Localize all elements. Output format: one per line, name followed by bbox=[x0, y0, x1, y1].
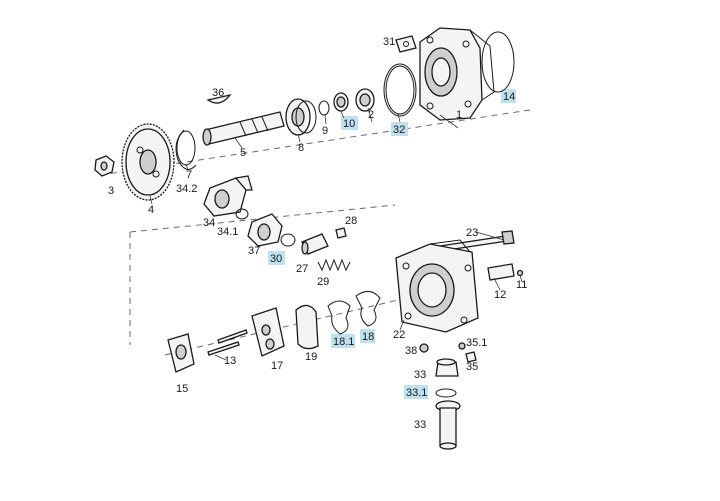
part-18-seal bbox=[355, 291, 381, 327]
label-29: 29 bbox=[317, 276, 329, 288]
highlight-33-1 bbox=[404, 385, 428, 399]
part-10-bearing bbox=[333, 92, 349, 112]
part-labels: 31 14 1 2 10 32 9 8 5 36 7 34.2 3 4 34 3… bbox=[108, 36, 527, 431]
part-34-valve-body bbox=[203, 175, 253, 217]
label-23: 23 bbox=[466, 227, 478, 239]
part-28-plug bbox=[335, 227, 347, 239]
part-29-spring bbox=[317, 258, 351, 272]
part-5-shaft bbox=[202, 111, 285, 146]
label-2: 2 bbox=[368, 109, 374, 121]
part-9-ring bbox=[318, 100, 330, 116]
part-2-bearing bbox=[355, 88, 375, 112]
label-36: 36 bbox=[212, 87, 224, 99]
label-11: 11 bbox=[516, 279, 527, 291]
part-12-bracket bbox=[487, 263, 515, 281]
label-35-1: 35.1 bbox=[466, 337, 487, 349]
part-31-plate bbox=[395, 35, 417, 53]
part-34-1-ring bbox=[235, 208, 249, 220]
part-37-valve-housing bbox=[247, 213, 283, 247]
part-4-gear bbox=[121, 123, 175, 201]
highlight-18 bbox=[360, 329, 375, 343]
label-33-lower: 33 bbox=[414, 419, 426, 431]
label-22: 22 bbox=[393, 329, 405, 341]
label-8: 8 bbox=[298, 142, 304, 154]
highlight-14 bbox=[501, 89, 516, 103]
label-highlights bbox=[268, 89, 516, 399]
part-33-fitting-lower bbox=[435, 400, 461, 450]
part-15-end-plate bbox=[167, 333, 195, 373]
label-13: 13 bbox=[224, 355, 236, 367]
label-33-upper: 33 bbox=[414, 369, 426, 381]
part-32-oring bbox=[383, 63, 417, 117]
highlight-18-1 bbox=[331, 334, 355, 348]
highlight-30 bbox=[268, 251, 285, 265]
part-33-1-ring bbox=[435, 388, 457, 398]
part-33-fitting-upper bbox=[435, 358, 459, 377]
label-10: 10 bbox=[343, 118, 355, 130]
part-18-1-seal bbox=[327, 300, 351, 335]
label-12: 12 bbox=[494, 289, 506, 301]
label-4: 4 bbox=[148, 204, 154, 216]
part-22-pump-housing bbox=[395, 239, 479, 333]
label-14: 14 bbox=[503, 91, 515, 103]
part-13-pins bbox=[207, 329, 248, 356]
part-36-key bbox=[206, 93, 232, 104]
label-17: 17 bbox=[271, 360, 283, 372]
part-19-seal-plate bbox=[295, 304, 319, 350]
label-19: 19 bbox=[305, 351, 317, 363]
part-26-plunger bbox=[301, 233, 329, 255]
label-18-1: 18.1 bbox=[333, 336, 354, 348]
label-33-1: 33.1 bbox=[406, 387, 427, 399]
part-35-plug bbox=[465, 351, 477, 363]
label-34-2: 34.2 bbox=[176, 183, 197, 195]
label-9: 9 bbox=[322, 125, 328, 137]
label-38: 38 bbox=[405, 345, 417, 357]
label-35: 35 bbox=[466, 361, 478, 373]
guide-line-bottom bbox=[164, 299, 399, 356]
part-8-bearing bbox=[285, 98, 317, 136]
part-38-ball bbox=[419, 343, 429, 353]
part-30-oring bbox=[280, 233, 296, 247]
label-27: 27 bbox=[296, 263, 308, 275]
label-30: 30 bbox=[270, 253, 282, 265]
highlight-32 bbox=[391, 122, 408, 136]
part-35-1-ball bbox=[458, 342, 466, 350]
label-7: 7 bbox=[186, 169, 192, 181]
part-11-screw bbox=[516, 269, 524, 277]
leader-lines bbox=[149, 107, 523, 361]
label-34: 34 bbox=[203, 217, 215, 229]
part-14-oring bbox=[481, 31, 515, 93]
label-32: 32 bbox=[393, 124, 405, 136]
part-1-housing bbox=[419, 27, 495, 121]
label-15: 15 bbox=[176, 383, 188, 395]
part-3-nut bbox=[94, 155, 115, 177]
label-18: 18 bbox=[362, 331, 374, 343]
label-5: 5 bbox=[240, 147, 246, 159]
label-34-1: 34.1 bbox=[217, 226, 238, 238]
label-3: 3 bbox=[108, 185, 114, 197]
label-28: 28 bbox=[345, 215, 357, 227]
label-31: 31 bbox=[383, 36, 395, 48]
highlight-10 bbox=[341, 116, 358, 130]
label-37: 37 bbox=[248, 245, 260, 257]
label-1: 1 bbox=[456, 109, 462, 121]
part-17-gear-block bbox=[251, 307, 285, 357]
